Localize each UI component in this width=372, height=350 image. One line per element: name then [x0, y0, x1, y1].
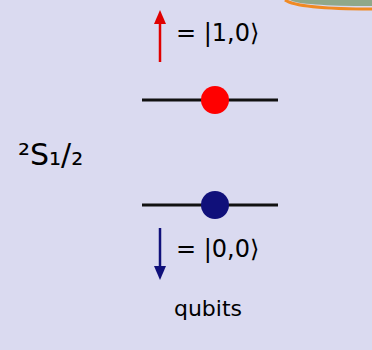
caption-label: qubits — [174, 296, 242, 321]
lower-state-dot — [201, 191, 229, 219]
corner-border — [285, 0, 372, 9]
spin-up-arrow — [159, 20, 162, 62]
spin-down-arrowhead — [154, 266, 166, 280]
spin-down-arrow — [159, 228, 162, 270]
state-label: = |0,0⟩ — [176, 236, 259, 264]
term-symbol: ²S₁/₂ — [18, 138, 83, 173]
upper-state-dot — [201, 86, 229, 114]
spin-up-arrowhead — [154, 10, 166, 24]
state-label: = |1,0⟩ — [176, 20, 259, 48]
